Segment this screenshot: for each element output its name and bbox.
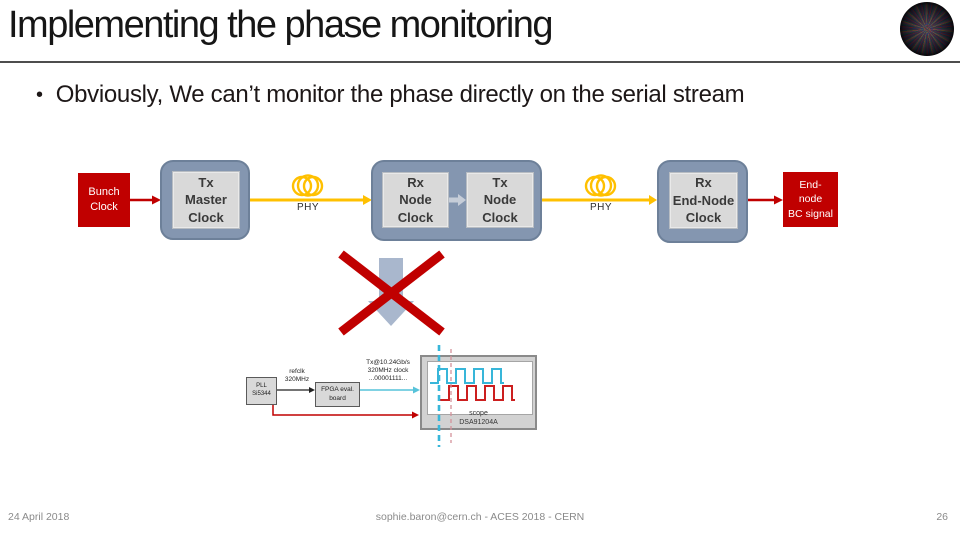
fiber-coil-2-icon <box>584 174 617 197</box>
bunch-to-master-arrow <box>130 195 161 205</box>
phy-label-1: PHY <box>296 202 320 213</box>
footer-page-number: 26 <box>936 511 948 523</box>
scope-label: scope DSA91204A <box>459 410 498 426</box>
tx-master-clock-label: Tx Master Clock <box>172 171 240 229</box>
bunch-clock-box: Bunch Clock <box>78 173 130 227</box>
tx-master-clock-node: Tx Master Clock <box>160 160 250 240</box>
footer-credit: sophie.baron@cern.ch - ACES 2018 - CERN <box>375 511 585 523</box>
refclk-label: refclk 320MHz <box>284 368 310 384</box>
endnode-to-bc-arrow <box>748 195 783 205</box>
bullet-marker: • <box>36 84 43 106</box>
page-title: Implementing the phase monitoring <box>8 4 554 46</box>
node-clock-pair: Rx Node Clock Tx Node Clock <box>371 160 542 241</box>
scope-screen <box>427 361 533 415</box>
footer-date: 24 April 2018 <box>8 511 70 523</box>
rx-end-node-clock-label: Rx End-Node Clock <box>669 172 738 229</box>
bullet-line: • Obviously, We can’t monitor the phase d… <box>36 81 896 109</box>
pll-box: PLL Si5344 <box>246 377 277 405</box>
rx-end-node-clock-node: Rx End-Node Clock <box>657 160 748 243</box>
bullet-text: Obviously, We can’t monitor the phase di… <box>55 81 745 108</box>
refclk-arrow <box>275 387 315 393</box>
tx-signal-label: Tx@10.24Gb/s 320MHz clock ...00001111... <box>366 359 410 383</box>
end-node-bc-signal-box: End- node BC signal <box>783 172 838 227</box>
fpga-eval-board-box: FPGA eval. board <box>315 382 360 407</box>
block-down-arrow-icon <box>368 258 414 326</box>
fiber-coil-1-icon <box>291 174 324 197</box>
tx-signal-line <box>358 386 420 394</box>
phy-label-2: PHY <box>589 202 613 213</box>
tx-node-clock-label: Tx Node Clock <box>466 172 534 228</box>
scope-box: scope DSA91204A <box>420 355 537 430</box>
cern-collision-event-logo-icon <box>900 2 954 56</box>
title-divider <box>0 61 960 63</box>
red-cross-icon <box>338 250 445 336</box>
rx-node-clock-label: Rx Node Clock <box>382 172 449 228</box>
